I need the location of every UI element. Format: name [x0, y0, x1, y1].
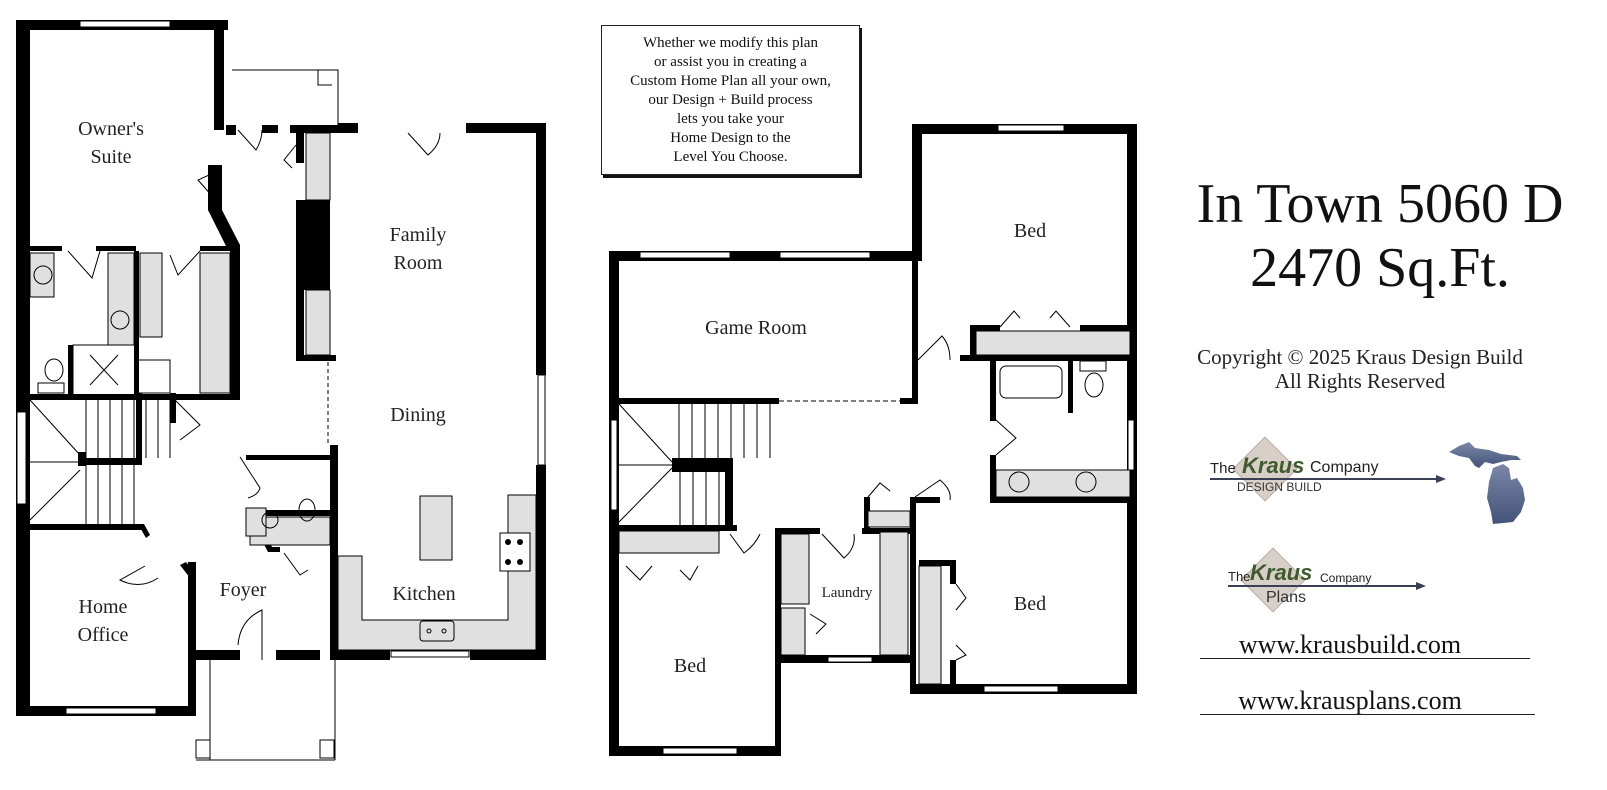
logo-company: Company — [1310, 459, 1379, 476]
logo-subtitle: Plans — [1266, 589, 1307, 606]
logo-arrow-icon — [1416, 582, 1426, 590]
logo-subtitle: DESIGN BUILD — [1237, 480, 1322, 494]
krausplans-link[interactable]: www.krausplans.com — [1238, 686, 1462, 715]
first-floor-plan: Owner's Suite Family Room Dining Kitchen… — [16, 20, 546, 761]
kraus-design-build-logo: The Kraus Company DESIGN BUILD — [1210, 436, 1460, 508]
michigan-map-icon — [1449, 442, 1525, 524]
copyright-block: Copyright © 2025 Kraus Design Build All … — [1150, 345, 1570, 393]
logo-kraus: Kraus — [1250, 560, 1313, 585]
plan-title: In Town 5060 D — [1196, 173, 1564, 235]
room-label-foyer: Foyer — [220, 579, 267, 601]
room-label-bed-top: Bed — [1014, 220, 1046, 242]
room-label-kitchen: Kitchen — [392, 583, 455, 605]
room-label-bed-bottom-right: Bed — [1014, 593, 1046, 615]
promo-text-box: Whether we modify this plan or assist yo… — [601, 25, 860, 175]
krausbuild-link[interactable]: www.krausbuild.com — [1238, 630, 1462, 659]
plan-square-footage: 2470 Sq.Ft. — [1250, 237, 1510, 299]
room-label-game-room: Game Room — [705, 317, 807, 339]
link-underline-arrow — [1200, 658, 1530, 659]
room-label-owners-suite-2: Suite — [90, 146, 131, 168]
logo-the: The — [1210, 460, 1236, 477]
second-floor-plan: Game Room Bed Bed Bed Laundry — [609, 124, 1137, 756]
room-label-home-office-1: Home — [79, 596, 128, 618]
room-label-dining: Dining — [390, 404, 446, 426]
plan-title-block: In Town 5060 D 2470 Sq.Ft. — [1150, 172, 1607, 300]
logo-ruler-bar — [1210, 478, 1438, 480]
room-label-laundry: Laundry — [822, 585, 873, 601]
link-underline-arrow — [1200, 714, 1535, 715]
room-label-family-room-1: Family — [390, 224, 447, 246]
room-label-bed-bottom-left: Bed — [674, 655, 706, 677]
copyright-line: Copyright © 2025 Kraus Design Build — [1197, 345, 1523, 369]
logo-ruler-bar — [1228, 585, 1418, 587]
rights-reserved-line: All Rights Reserved — [1274, 369, 1446, 393]
room-label-family-room-2: Room — [394, 252, 443, 274]
kraus-plans-logo: The Kraus Company Plans — [1228, 545, 1438, 615]
room-label-home-office-2: Office — [78, 624, 129, 646]
room-label-owners-suite-1: Owner's — [78, 118, 144, 140]
logo-arrow-icon — [1436, 475, 1446, 483]
promo-text: Whether we modify this plan or assist yo… — [630, 34, 831, 165]
logo-kraus: Kraus — [1242, 453, 1305, 478]
logo-company: Company — [1320, 571, 1372, 585]
logo-the: The — [1228, 569, 1251, 584]
